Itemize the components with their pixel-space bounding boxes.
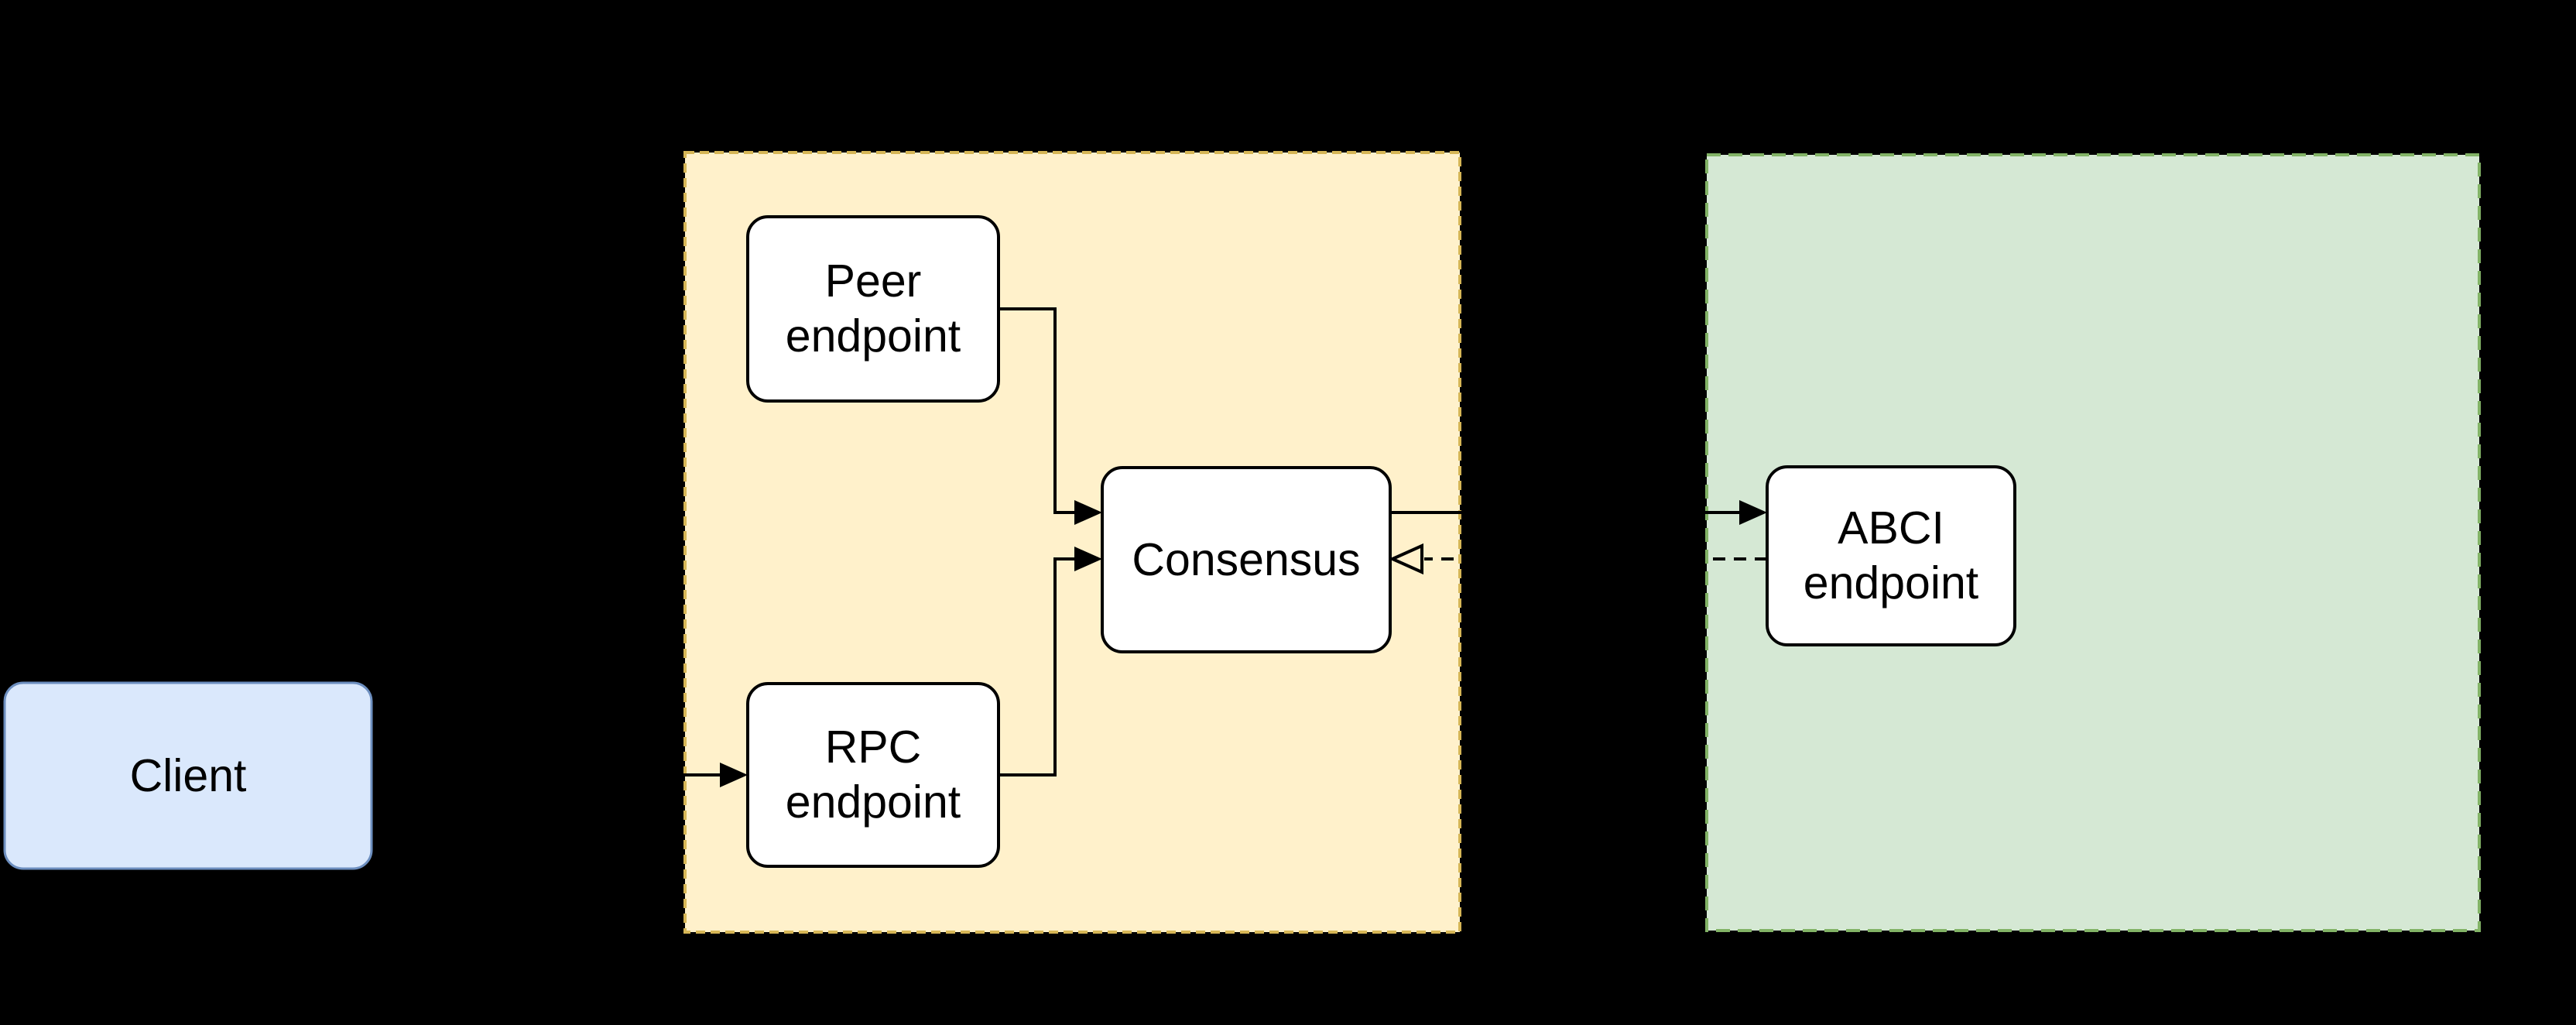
abci-endpoint-node <box>1766 465 2016 646</box>
consensus-node <box>1101 466 1392 653</box>
peer-endpoint-node <box>746 215 1000 403</box>
rpc-endpoint-node <box>746 682 1000 868</box>
arrowhead-consensus-to-abci <box>1739 500 1767 525</box>
arrowhead-rpc-to-consensus <box>1074 547 1102 571</box>
connector-peer-to-consensus <box>999 307 1077 514</box>
connector-rpc-to-consensus <box>999 557 1077 776</box>
open-arrowhead-abci-to-consensus <box>1389 543 1423 575</box>
arrowhead-peer-to-consensus <box>1074 500 1102 525</box>
arrowhead-client-to-rpc <box>720 763 748 787</box>
client-node <box>3 681 373 870</box>
